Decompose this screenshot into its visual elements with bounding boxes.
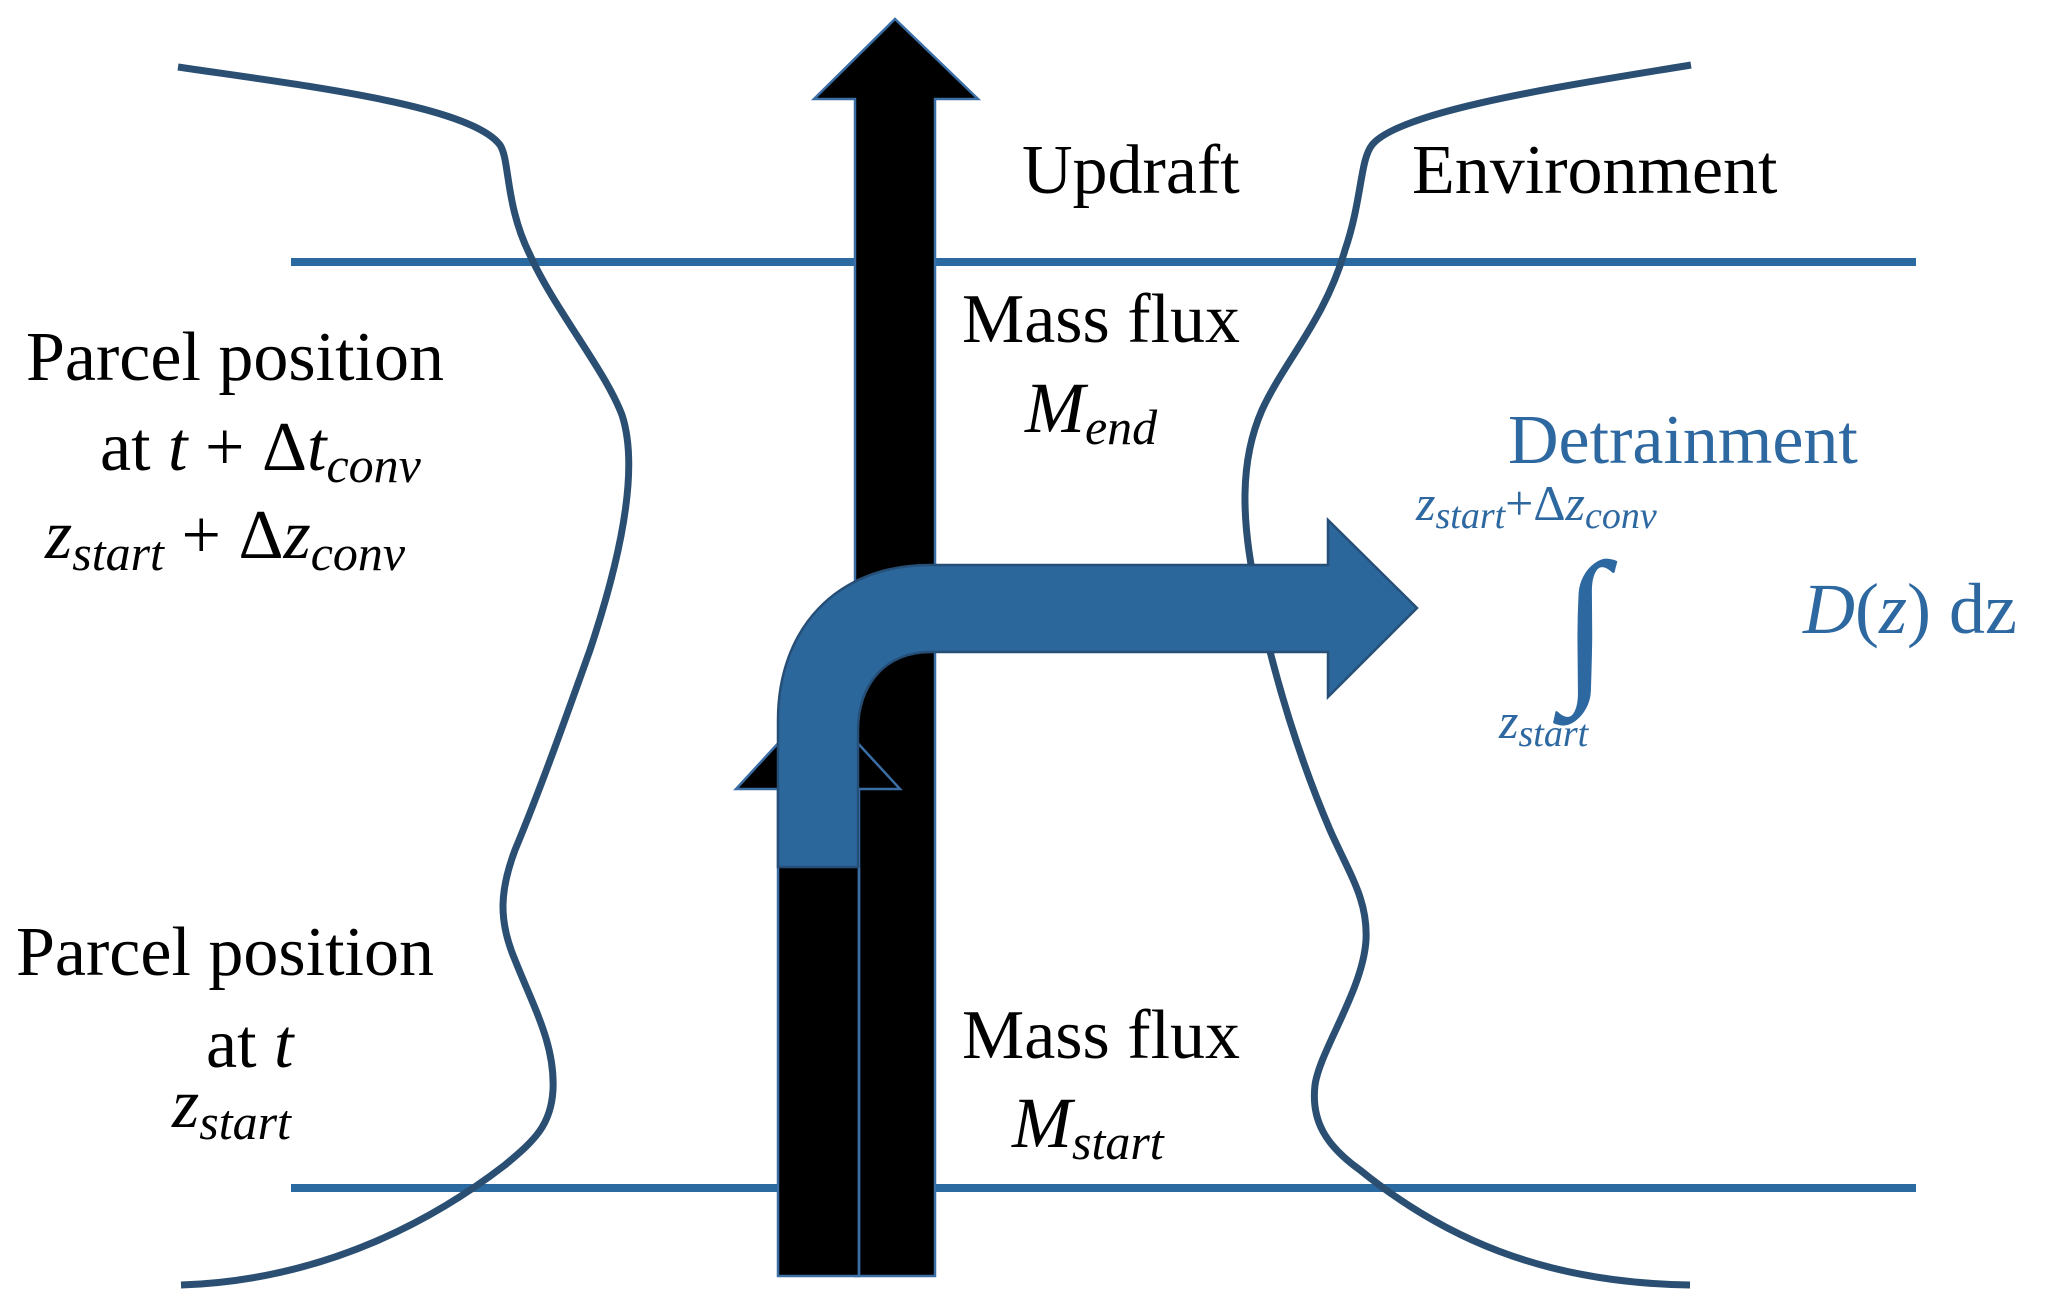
mass-flux-start-sub: start [1072, 1114, 1165, 1170]
integral-upper-limit: zstart+Δzconv [1415, 475, 1657, 537]
upper-parcel-z2-sub: conv [311, 525, 406, 581]
upper-parcel-line1: Parcel position [26, 319, 444, 396]
mass-flux-end-symbol: Mend [1024, 368, 1158, 455]
mass-flux-end-sub: end [1085, 399, 1158, 455]
lower-parcel-line3: zstart [171, 1066, 292, 1150]
lower-parcel-line2: at t [206, 1006, 295, 1083]
upper-parcel-plus2: + [164, 497, 238, 574]
detrainment-arrow [776, 517, 1419, 869]
integrand-D: D [1802, 569, 1855, 649]
mass-flux-end-label: Mass flux Mend [962, 281, 1240, 455]
upper-parcel-z2: z [282, 497, 310, 574]
upper-parcel-z: z [44, 497, 72, 574]
upper-limit-z2: z [1565, 475, 1585, 531]
integral-sign: ∫ [1552, 529, 1618, 726]
lower-limit-z-sub: start [1518, 713, 1589, 755]
mass-flux-start-title: Mass flux [962, 997, 1240, 1074]
upper-limit-plus: + [1505, 475, 1533, 531]
integrand-close-paren: ) [1907, 569, 1931, 649]
upper-limit-z2-sub: conv [1585, 495, 1657, 537]
lower-parcel-label: Parcel position at t zstart [16, 914, 434, 1150]
lower-limit-z: z [1498, 693, 1518, 749]
upper-parcel-t: t [168, 409, 189, 486]
upper-parcel-t-sub: conv [326, 437, 421, 493]
lower-parcel-t: t [274, 1006, 295, 1083]
mass-flux-start-M: M [1011, 1083, 1076, 1163]
left-boundary-curve [177, 63, 633, 1289]
upper-limit-z: z [1415, 475, 1435, 531]
mass-flux-end-M: M [1024, 368, 1089, 448]
upper-parcel-plus: + [187, 409, 261, 486]
detrainment-title: Detrainment [1508, 402, 1858, 479]
upper-limit-delta: Δ [1533, 475, 1565, 531]
environment-label: Environment [1412, 132, 1778, 209]
upper-parcel-z-sub: start [72, 525, 165, 581]
mass-flux-end-title: Mass flux [962, 281, 1240, 358]
integrand-z: z [1878, 569, 1907, 649]
mass-flux-start-symbol: Mstart [1011, 1083, 1165, 1170]
right-boundary-curve [1241, 61, 1692, 1289]
lower-parcel-line1: Parcel position [16, 914, 434, 991]
upper-parcel-line2: at t + Δtconv [100, 409, 422, 493]
lower-parcel-z: z [171, 1066, 199, 1143]
integral-lower-limit: zstart [1498, 693, 1590, 755]
integrand-dz: dz [1931, 569, 2017, 649]
updraft-label: Updraft [1022, 132, 1240, 209]
upper-parcel-delta2: Δ [238, 497, 283, 574]
detrainment-label: Detrainment zstart+Δzconv ∫ zstart D(z) … [1415, 402, 2017, 755]
upper-parcel-at: at [100, 409, 168, 486]
integrand: D(z) dz [1802, 569, 2017, 649]
upper-limit-z-sub: start [1435, 495, 1506, 537]
integrand-open-paren: ( [1855, 569, 1879, 649]
upper-parcel-delta: Δ [262, 409, 307, 486]
upper-parcel-line3: zstart + Δzconv [44, 497, 406, 581]
mass-flux-start-label: Mass flux Mstart [962, 997, 1240, 1170]
lower-parcel-at: at [206, 1006, 274, 1083]
lower-parcel-z-sub: start [199, 1094, 292, 1150]
upper-parcel-t2: t [307, 409, 328, 486]
upper-parcel-label: Parcel position at t + Δtconv zstart + Δ… [26, 319, 444, 581]
